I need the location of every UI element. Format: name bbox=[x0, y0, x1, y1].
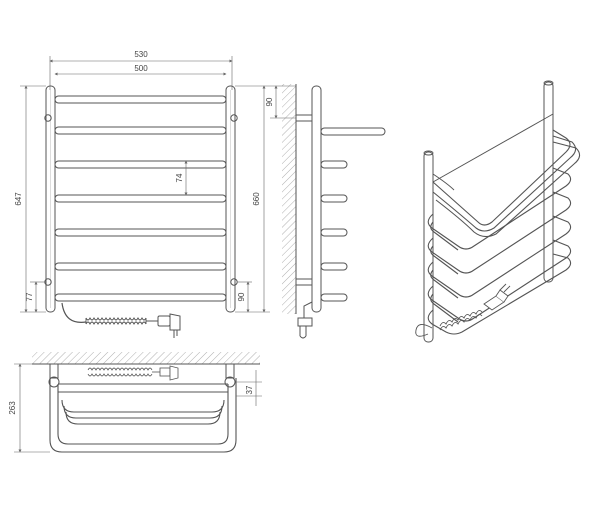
front-dimension-labels: 530 500 647 660 74 77 90 bbox=[14, 50, 261, 301]
right-post bbox=[225, 85, 236, 313]
top-post-right bbox=[224, 376, 236, 388]
top-shelf-bar bbox=[61, 399, 225, 413]
plug bbox=[157, 313, 181, 338]
label-overall-width: 530 bbox=[134, 50, 148, 59]
horizontal-rails bbox=[54, 95, 227, 302]
top-wall-hatch bbox=[32, 352, 260, 364]
label-depth: 263 bbox=[8, 401, 17, 415]
bracket-top-right bbox=[230, 114, 238, 122]
top-shelf-bars bbox=[49, 378, 237, 453]
iso-cable bbox=[415, 283, 511, 337]
top-shelf-bar bbox=[65, 411, 221, 425]
iso-rail bbox=[427, 167, 572, 250]
iso-lower-rails bbox=[427, 167, 572, 335]
rail-stub bbox=[320, 293, 348, 302]
side-dimensions bbox=[270, 85, 296, 119]
rail bbox=[54, 126, 227, 135]
top-bracket-left bbox=[49, 363, 59, 379]
top-post-left bbox=[48, 376, 60, 388]
iso-rail bbox=[430, 221, 459, 251]
rail-stub bbox=[320, 160, 348, 169]
rail bbox=[54, 194, 227, 203]
iso-rail bbox=[427, 253, 572, 335]
top-shelf-bar bbox=[57, 384, 229, 445]
iso-rail bbox=[427, 191, 572, 274]
front-dimensions bbox=[20, 56, 270, 313]
side-bracket-top bbox=[295, 114, 313, 122]
top-view bbox=[32, 352, 260, 453]
wall-hatch bbox=[282, 84, 296, 314]
side-bracket-bottom bbox=[295, 278, 313, 286]
cable-coil bbox=[85, 316, 147, 326]
top-dimensions bbox=[14, 363, 262, 453]
label-rail-width: 500 bbox=[134, 64, 148, 73]
iso-rail bbox=[430, 245, 459, 275]
front-view bbox=[44, 85, 238, 338]
label-overall-height: 647 bbox=[14, 192, 23, 206]
side-shelf-arm bbox=[320, 127, 386, 136]
label-shelf-offset: 37 bbox=[245, 385, 254, 394]
bracket-top-left bbox=[44, 114, 52, 122]
top-cable-coil bbox=[87, 365, 179, 381]
side-heater-connector bbox=[297, 301, 313, 339]
top-bracket-right bbox=[225, 363, 235, 379]
rail bbox=[54, 262, 227, 271]
rail bbox=[54, 293, 227, 302]
iso-rail bbox=[430, 293, 459, 323]
isometric-view bbox=[415, 80, 581, 343]
rail-stub bbox=[320, 262, 348, 271]
rail bbox=[54, 160, 227, 169]
top-shelf-bar bbox=[63, 405, 223, 419]
iso-back-post bbox=[543, 80, 554, 283]
label-top-offset: 90 bbox=[265, 97, 274, 106]
top-shelf-bar bbox=[49, 378, 237, 453]
iso-rail bbox=[427, 215, 572, 298]
rail bbox=[54, 228, 227, 237]
iso-plug bbox=[483, 283, 511, 311]
side-rail-stubs bbox=[320, 160, 348, 302]
rail-stub bbox=[320, 228, 348, 237]
heating-cable bbox=[61, 302, 181, 338]
label-bottom-left: 77 bbox=[25, 292, 34, 301]
label-rail-gap: 74 bbox=[175, 173, 184, 182]
label-axis-height: 660 bbox=[252, 192, 261, 206]
rail-stub bbox=[320, 194, 348, 203]
iso-rail bbox=[430, 269, 459, 299]
rail bbox=[54, 95, 227, 104]
label-bottom-right: 90 bbox=[237, 292, 246, 301]
iso-rail bbox=[427, 239, 572, 322]
iso-top-shelf bbox=[432, 113, 581, 238]
side-view bbox=[282, 84, 386, 339]
side-post bbox=[311, 85, 322, 313]
